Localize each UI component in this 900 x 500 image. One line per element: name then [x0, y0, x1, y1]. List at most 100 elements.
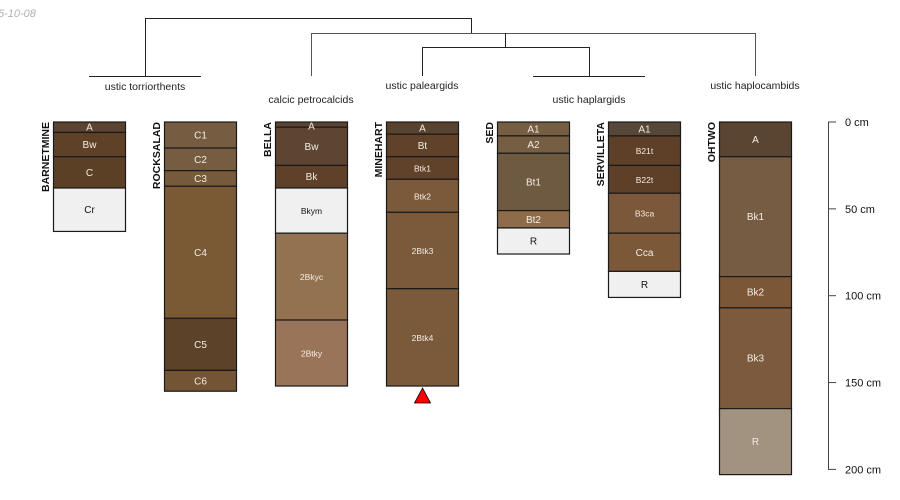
horizon-blocks [496, 121, 571, 255]
horizon-label: Bk3 [747, 354, 765, 365]
horizon-label: A2 [527, 140, 540, 151]
horizon-c5 [163, 317, 238, 371]
horizon-2btk3 [385, 211, 460, 290]
horizon-label: C [86, 168, 93, 179]
horizon-label: A [419, 124, 426, 135]
horizon-label: R [752, 437, 759, 448]
profile-name: OHTWO [706, 122, 718, 162]
taxon-labels: ustic torriorthents calcic petrocalcids us… [105, 80, 800, 106]
horizon-label: 2Bkyc [300, 272, 324, 282]
horizon-label: Btk1 [414, 164, 431, 174]
horizon-label: B21t [636, 146, 654, 156]
profile-name: BELLA [262, 122, 274, 157]
horizon-r [718, 408, 793, 476]
horizon-b22t [607, 164, 682, 194]
depth-tick-label: 0 cm [845, 117, 869, 129]
horizon-b21t [607, 135, 682, 167]
horizon-label: Bkym [301, 206, 322, 216]
horizon-label: 2Btky [301, 349, 323, 359]
horizon-label: Bt2 [526, 215, 541, 226]
horizon-labels: A BwC Cr [83, 123, 98, 217]
dendrogram-branch [145, 18, 472, 76]
horizon-c [52, 156, 127, 189]
profile-name: SERVILLETA [595, 122, 607, 187]
horizon-label: C2 [194, 155, 207, 166]
horizon-bk3 [718, 307, 793, 410]
horizon-label: Bw [305, 142, 320, 153]
horizon-c6 [163, 369, 238, 392]
depth-tick-label: 200 cm [845, 464, 881, 476]
taxon-label: ustic paleargids [386, 80, 459, 92]
horizon-label: Bt [418, 141, 428, 152]
taxon-label: ustic haplocambids [710, 80, 799, 92]
taxon-label: ustic torriorthents [105, 81, 186, 93]
horizon-label: Bk1 [747, 212, 765, 223]
horizon-2btky [274, 319, 349, 387]
horizon-label: 2Btk3 [412, 246, 434, 256]
horizon-r [607, 270, 682, 299]
horizon-label: A [308, 122, 315, 133]
horizon-r [496, 227, 571, 255]
horizon-bkym [274, 187, 349, 234]
horizon-cr [52, 187, 127, 233]
horizon-bt1 [496, 152, 571, 212]
horizon-bw [52, 131, 127, 158]
profile-name: SED [484, 122, 496, 144]
horizon-bw [274, 126, 349, 167]
profile-name: MINEHART [373, 121, 385, 177]
horizon-c4 [163, 185, 238, 319]
horizon-label: A [752, 135, 759, 146]
horizon-label: Bk [306, 172, 319, 183]
horizon-blocks [607, 121, 682, 299]
horizon-c1 [163, 121, 238, 149]
horizon-cca [607, 232, 682, 272]
horizon-blocks [163, 121, 238, 392]
dendrogram-branch [311, 33, 756, 76]
horizon-label: C5 [194, 340, 207, 351]
date-stamp: 5-10-08 [0, 8, 36, 20]
horizon-label: A1 [638, 124, 651, 135]
horizon-label: Bw [83, 140, 98, 151]
taxon-label: calcic petrocalcids [268, 94, 353, 106]
taxon-label: ustic haplargids [553, 94, 626, 106]
horizon-a [718, 121, 793, 158]
horizon-2bkyc [274, 232, 349, 321]
horizon-label: R [641, 280, 648, 291]
dendrogram [89, 18, 756, 77]
horizon-label: Bt1 [526, 177, 541, 188]
horizon-b3ca [607, 192, 682, 234]
horizon-2btk4 [385, 288, 460, 387]
horizon-blocks [52, 121, 127, 233]
horizon-label: C1 [194, 131, 207, 142]
horizon-label: A [86, 123, 93, 134]
depth-tick-label: 100 cm [845, 291, 881, 303]
horizon-label: Btk2 [414, 191, 431, 201]
horizon-label: Bk2 [747, 288, 765, 299]
horizon-btk2 [385, 178, 460, 213]
horizon-label: Cr [84, 205, 95, 216]
red-triangle-marker-icon [413, 387, 432, 404]
horizon-blocks [718, 121, 793, 476]
dendrogram-branch [422, 47, 590, 76]
horizon-label: 2Btk4 [412, 333, 434, 343]
horizon-label: A1 [527, 124, 540, 135]
depth-tick-label: 50 cm [845, 204, 875, 216]
horizon-label: B3ca [635, 209, 655, 219]
horizon-label: C3 [194, 174, 207, 185]
horizon-label: R [530, 236, 537, 247]
